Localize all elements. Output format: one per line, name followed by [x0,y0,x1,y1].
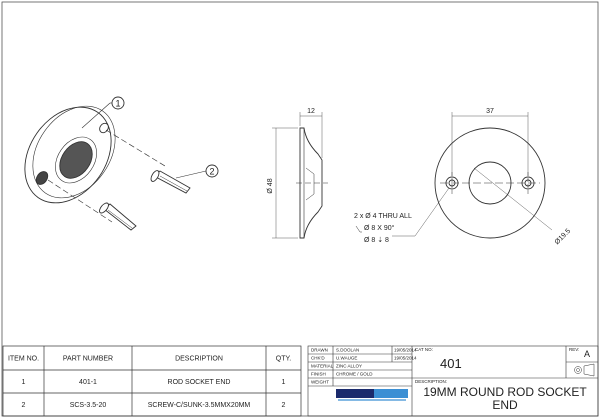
weight-label: WEIGHT [311,380,329,385]
cat-number: 401 [440,356,462,371]
screw-upper [150,170,191,194]
bom-header-item: ITEM NO. [8,356,39,363]
bom-header-qty: QTY. [276,356,291,363]
bom-row1-desc: ROD SOCKET END [168,379,231,386]
bom-header-desc: DESCRIPTION [175,356,223,363]
dim-bore: Ø19.5 [554,228,573,247]
balloon-2-label: 2 [209,167,214,177]
material-value: ZINC ALLOY [336,364,362,369]
title-block-text: DRAWN S.DOOLAN 19/05/2014 CHK'D U.WAUGE … [311,347,579,385]
bom-text: ITEM NO. PART NUMBER DESCRIPTION QTY. 1 … [8,356,291,410]
dim-hole-spacing: 37 [486,108,494,115]
desc-line1: 19MM ROUND ROD SOCKET [423,385,587,399]
hole-callout-line3: Ø 8 ⇣ 8 [364,236,389,244]
desc-line2: END [492,398,518,412]
drawn-date: 19/05/2014 [394,348,417,353]
bom-row1-qty: 1 [282,379,286,386]
flange-outer [24,106,112,204]
isometric-view [24,96,219,231]
bom-row2-qty: 2 [282,402,286,409]
side-view [272,112,328,239]
dim-outer-diameter: Ø 48 [267,178,274,193]
bom-table [2,345,302,417]
hole-callout-line2: Ø 8 X 90° [364,224,395,232]
socket-bore [59,141,93,179]
bom-row1-part: 401-1 [79,379,97,386]
rev-label: REV: [569,347,579,352]
chkd-by: U.WAUGE [336,356,357,361]
finish-value: CHROME / GOLD [336,372,373,377]
cat-label: CAT NO: [415,347,433,352]
balloon-2 [205,164,219,178]
screw-axis-upper [105,129,166,167]
bom-row2-desc: SCREW-C/SUNK-3.5MMX20MM [148,402,251,409]
screw-hole-left [35,171,49,185]
title-block [307,345,599,417]
chkd-date: 19/05/2014 [394,356,417,361]
desc-label: DESCRIPTION: [415,379,447,384]
screw-axis-lower [47,179,113,223]
drawn-label: DRAWN [311,348,328,353]
material-label: MATERIAL [311,364,334,369]
drawn-by: S.DOOLAN [336,348,359,353]
rev-value: A [584,349,590,359]
hole-callout-line1: 2 x Ø 4 THRU ALL [354,213,412,220]
screw-hole-right [99,122,109,134]
screw-lower [99,202,137,231]
bom-row1-item: 1 [22,379,26,386]
bom-header-part: PART NUMBER [63,356,113,363]
balloon-1-label: 1 [115,99,120,109]
projection-symbol [574,363,595,377]
bom-row2-part: SCS-3.5-20 [70,402,107,409]
socket-boss [55,136,97,184]
balloon-1 [111,96,125,110]
bom-row2-item: 2 [22,402,26,409]
flange-face [32,105,116,199]
finish-label: FINISH [311,372,326,377]
chkd-label: CHK'D [311,356,325,361]
dim-thickness: 12 [307,108,315,115]
front-view [392,112,553,239]
emroware-logo [336,389,408,401]
